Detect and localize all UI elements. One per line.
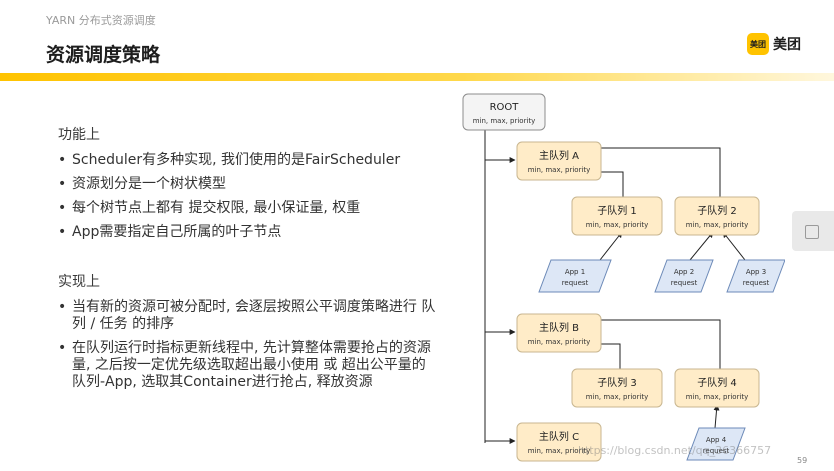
side-panel-toggle-button[interactable] xyxy=(792,211,834,251)
section-heading-function: 功能上 xyxy=(58,127,100,143)
svg-text:子队列 2: 子队列 2 xyxy=(697,204,737,217)
svg-text:主队列 B: 主队列 B xyxy=(539,321,579,334)
svg-text:min, max, priority: min, max, priority xyxy=(473,117,536,125)
bullet-item: App需要指定自己所属的叶子节点 xyxy=(58,224,438,241)
app-request-1: App 1 request xyxy=(538,259,612,293)
svg-text:App 3: App 3 xyxy=(746,268,766,276)
queue-node-a: 主队列 A min, max, priority xyxy=(516,141,602,181)
svg-text:min, max, priority: min, max, priority xyxy=(528,338,591,346)
edge-s2-a xyxy=(590,145,721,199)
implementation-bullet-list: 当有新的资源可被分配时, 会逐层按照公平调度策略进行 队列 / 任务 的排序 在… xyxy=(58,299,438,391)
svg-text:主队列 C: 主队列 C xyxy=(539,430,579,443)
queue-node-sub-1: 子队列 1 min, max, priority xyxy=(571,196,663,236)
meituan-logo: 美团 美团 xyxy=(747,33,801,55)
meituan-logo-text: 美团 xyxy=(773,37,801,53)
edge-app2-s2 xyxy=(689,231,714,261)
watermark-url: https://blog.csdn.net/qq_36366757 xyxy=(578,444,772,457)
bullet-item: 在队列运行时指标更新线程中, 先计算整体需要抢占的资源量, 之后按一定优先级选取… xyxy=(58,340,438,391)
svg-text:App 2: App 2 xyxy=(674,268,694,276)
svg-text:request: request xyxy=(562,279,589,287)
slide-title: 资源调度策略 xyxy=(46,44,161,66)
svg-text:ROOT: ROOT xyxy=(490,102,520,113)
bullet-item: 当有新的资源可被分配时, 会逐层按照公平调度策略进行 队列 / 任务 的排序 xyxy=(58,299,438,333)
app-request-3: App 3 request xyxy=(726,259,785,293)
svg-text:App 4: App 4 xyxy=(706,436,727,444)
slide-subtitle: YARN 分布式资源调度 xyxy=(46,14,156,27)
bullet-item: 资源划分是一个树状模型 xyxy=(58,176,438,193)
queue-tree-diagram: ROOT min, max, priority 主队列 A min, max, … xyxy=(462,93,785,462)
app-request-4: App 4 request xyxy=(686,427,746,461)
root-node: ROOT min, max, priority xyxy=(462,93,546,131)
section-heading-implementation: 实现上 xyxy=(58,274,100,290)
content-text: 功能上 Scheduler有多种实现, 我们使用的是FairScheduler … xyxy=(58,124,438,398)
svg-text:子队列 4: 子队列 4 xyxy=(697,376,737,389)
app-request-2: App 2 request xyxy=(654,259,714,293)
svg-text:App 1: App 1 xyxy=(565,268,585,276)
bullet-item: 每个树节点上都有 提交权限, 最小保证量, 权重 xyxy=(58,200,438,217)
svg-text:min, max, priority: min, max, priority xyxy=(528,447,591,455)
svg-text:min, max, priority: min, max, priority xyxy=(586,393,649,401)
edge-app3-s2 xyxy=(722,231,746,261)
header-divider xyxy=(0,73,834,81)
function-bullet-list: Scheduler有多种实现, 我们使用的是FairScheduler 资源划分… xyxy=(58,152,438,241)
queue-node-c: 主队列 C min, max, priority xyxy=(516,422,602,462)
edge-s4-b xyxy=(590,317,721,371)
svg-text:min, max, priority: min, max, priority xyxy=(528,166,591,174)
svg-text:子队列 3: 子队列 3 xyxy=(597,376,637,389)
queue-node-sub-4: 子队列 4 min, max, priority xyxy=(674,368,760,408)
svg-text:min, max, priority: min, max, priority xyxy=(586,221,649,229)
svg-text:子队列 1: 子队列 1 xyxy=(597,204,637,217)
page-number: 59 xyxy=(797,456,808,465)
svg-text:min, max, priority: min, max, priority xyxy=(686,393,749,401)
queue-node-sub-2: 子队列 2 min, max, priority xyxy=(674,196,760,236)
svg-text:min, max, priority: min, max, priority xyxy=(686,221,749,229)
svg-text:request: request xyxy=(703,447,730,455)
edge-app4-s4 xyxy=(713,404,720,429)
svg-text:request: request xyxy=(671,279,698,287)
bullet-item: Scheduler有多种实现, 我们使用的是FairScheduler xyxy=(58,152,438,169)
queue-node-sub-3: 子队列 3 min, max, priority xyxy=(571,368,663,408)
svg-text:request: request xyxy=(743,279,770,287)
queue-node-b: 主队列 B min, max, priority xyxy=(516,313,602,353)
panel-icon xyxy=(805,225,819,239)
meituan-logo-icon: 美团 xyxy=(747,33,769,55)
svg-text:主队列 A: 主队列 A xyxy=(539,149,579,162)
edge-app1-s1 xyxy=(599,231,623,261)
